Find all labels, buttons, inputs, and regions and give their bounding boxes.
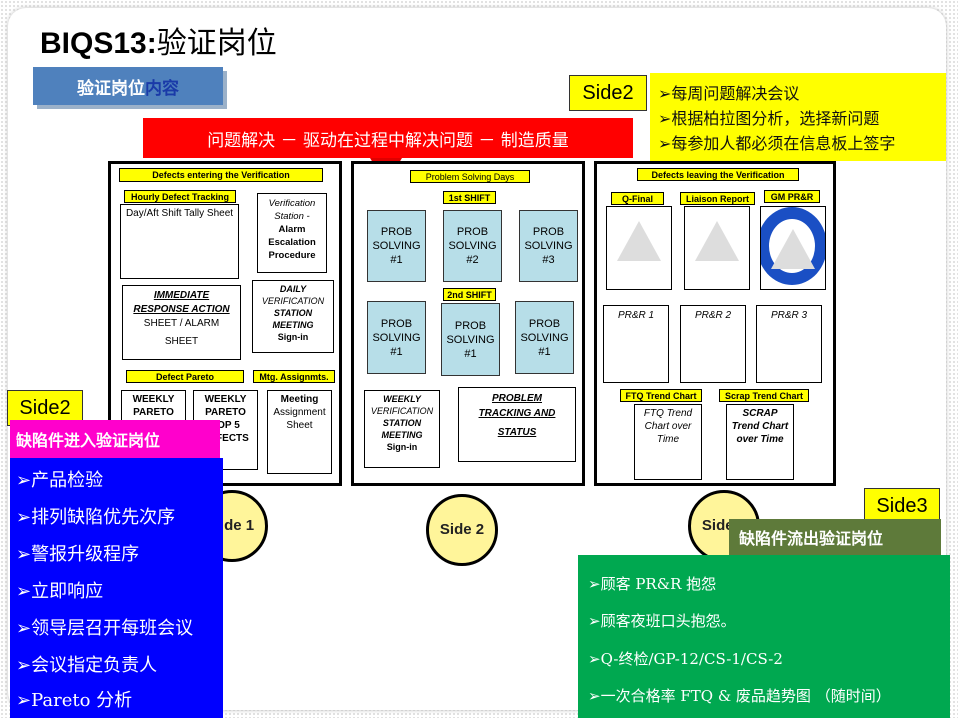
liaison-chart-thumbnail: [684, 206, 750, 290]
list-item: ➢领导层召开每班会议: [16, 618, 194, 639]
prob-solving-box: PROB SOLVING #1: [367, 301, 426, 374]
ftq-trend-label: FTQ Trend Chart: [620, 389, 702, 402]
scrap-trend-label: Scrap Trend Chart: [719, 389, 809, 402]
list-item: ➢一次合格率 FTQ & 废品趋势图 （随时间）: [588, 687, 891, 705]
outgoing-defects-heading: 缺陷件流出验证岗位: [729, 519, 941, 555]
outgoing-defects-list: ➢顾客 PR&R 抱怨 ➢顾客夜班口头抱怨。 ➢Q-终检/GP-12/CS-1/…: [578, 555, 950, 718]
prr-box-1: PR&R 1: [603, 305, 669, 383]
side2-top-tag: Side2: [569, 75, 647, 111]
prob-solving-box: PROB SOLVING #1: [515, 301, 574, 374]
gm-prr-label: GM PR&R: [764, 190, 820, 203]
meeting-item: ➢根据柏拉图分析，选择新问题: [658, 109, 880, 128]
hourly-tracking-label: Hourly Defect Tracking: [124, 190, 236, 203]
slide-title: BIQS13:验证岗位: [40, 26, 277, 61]
first-shift-label: 1st SHIFT: [443, 191, 496, 204]
prob-solving-box: PROB SOLVING #2: [443, 210, 502, 282]
prob-solving-box: PROB SOLVING #1: [441, 303, 500, 376]
list-item: ➢排列缺陷优先次序: [16, 507, 176, 528]
panel3-header: Defects leaving the Verification: [637, 168, 799, 181]
list-item: ➢顾客 PR&R 抱怨: [588, 575, 717, 593]
panel1-header: Defects entering the Verification: [119, 168, 323, 182]
content-tab: 验证岗位 内容: [33, 67, 223, 105]
meeting-item: ➢每参加人都必须在信息板上签字: [658, 134, 896, 153]
qfinal-chart-thumbnail: [606, 206, 672, 290]
incoming-defects-heading: 缺陷件进入验证岗位: [10, 420, 220, 458]
list-item: ➢顾客夜班口头抱怨。: [588, 612, 736, 630]
problem-solving-banner: 问题解决 － 驱动在过程中解决问题 － 制造质量: [143, 118, 633, 158]
prr-box-2: PR&R 2: [680, 305, 746, 383]
panel2-header: Problem Solving Days: [410, 170, 530, 183]
meeting-assign-label: Mtg. Assignmts.: [253, 370, 335, 383]
list-item: ➢警报升级程序: [16, 544, 140, 565]
incoming-defects-list: ➢产品检验 ➢排列缺陷优先次序 ➢警报升级程序 ➢立即响应 ➢领导层召开每班会议…: [10, 458, 223, 718]
prob-solving-box: PROB SOLVING #3: [519, 210, 578, 282]
liaison-label: Liaison Report: [680, 192, 755, 205]
second-shift-label: 2nd SHIFT: [443, 288, 496, 301]
side3-tag: Side3: [864, 488, 940, 524]
meeting-item: ➢每周问题解决会议: [658, 84, 800, 103]
list-item: ➢会议指定负责人: [16, 655, 158, 676]
list-item: ➢Pareto 分析: [16, 690, 133, 711]
prob-solving-box: PROB SOLVING #1: [367, 210, 426, 282]
defect-pareto-label: Defect Pareto: [126, 370, 244, 383]
tally-sheet: Day/Aft Shift Tally Sheet: [120, 204, 239, 279]
prr-box-3: PR&R 3: [756, 305, 822, 383]
list-item: ➢Q-终检/GP-12/CS-1/CS-2: [588, 650, 783, 668]
gm-prr-chart-thumbnail: [760, 206, 826, 290]
list-item: ➢产品检验: [16, 470, 104, 491]
qfinal-label: Q-Final: [611, 192, 664, 205]
side2-circle: Side 2: [426, 494, 498, 566]
meeting-list-box: ➢每周问题解决会议 ➢根据柏拉图分析，选择新问题 ➢每参加人都必须在信息板上签字: [650, 73, 946, 161]
list-item: ➢立即响应: [16, 581, 104, 602]
